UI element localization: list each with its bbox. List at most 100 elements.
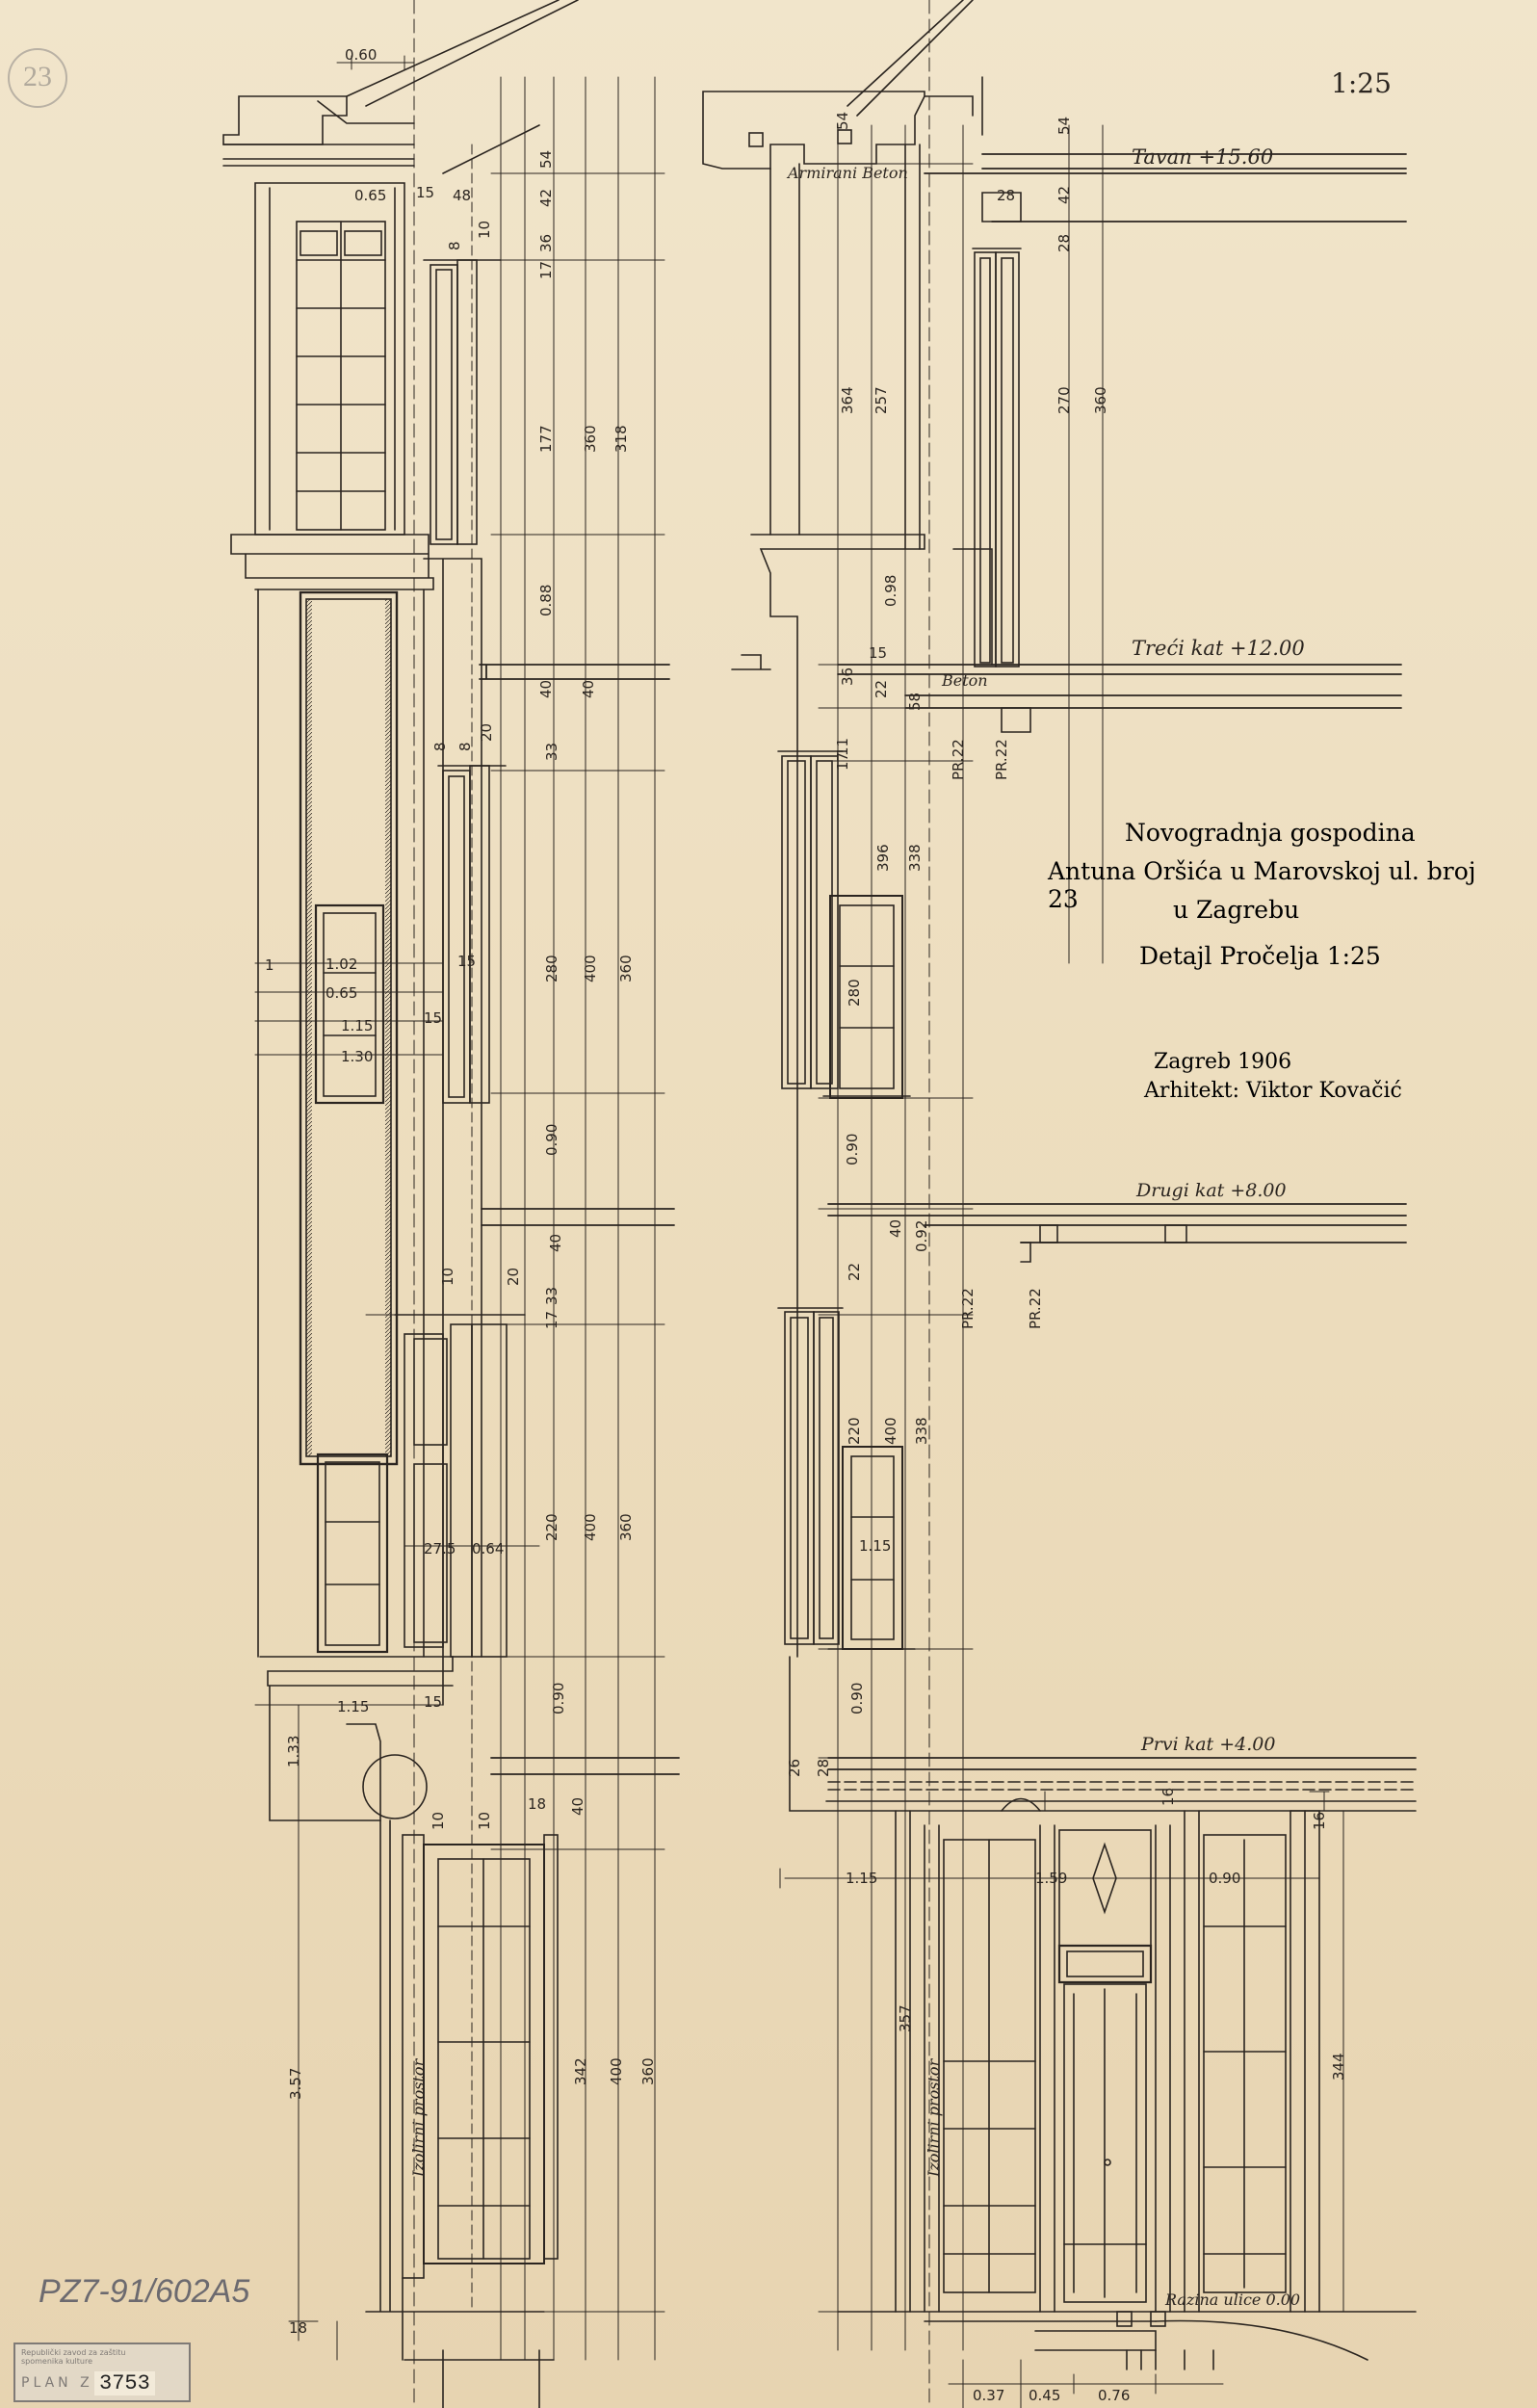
svg-text:364: 364 <box>839 386 856 414</box>
stamp-text: Republički zavod za zaštitu spomenika ku… <box>21 2348 126 2366</box>
svg-text:20: 20 <box>505 1268 522 1286</box>
svg-text:10: 10 <box>476 1812 493 1830</box>
svg-text:15: 15 <box>424 1693 442 1711</box>
svg-text:20: 20 <box>478 723 495 742</box>
grid-window-top <box>296 221 386 531</box>
svg-text:15: 15 <box>457 953 476 970</box>
svg-text:22: 22 <box>846 1263 863 1281</box>
svg-text:1.15: 1.15 <box>337 1698 369 1715</box>
svg-text:PR.22: PR.22 <box>993 739 1010 780</box>
svg-text:8: 8 <box>431 742 449 751</box>
svg-text:0.45: 0.45 <box>1029 2387 1060 2404</box>
svg-text:33: 33 <box>543 1287 560 1305</box>
svg-text:26: 26 <box>786 1759 803 1777</box>
svg-text:27.5: 27.5 <box>424 1540 456 1557</box>
svg-text:16: 16 <box>1311 1812 1328 1830</box>
svg-text:0.76: 0.76 <box>1098 2387 1130 2404</box>
svg-text:0.98: 0.98 <box>882 575 899 607</box>
svg-text:220: 220 <box>846 1417 863 1445</box>
svg-text:360: 360 <box>1092 386 1109 414</box>
right-window-frame-1 <box>972 248 1022 667</box>
sheet-number-circle: 23 <box>8 48 67 108</box>
svg-text:396: 396 <box>874 844 892 872</box>
left-window-frame-1 <box>423 259 502 545</box>
svg-text:1.30: 1.30 <box>341 1048 373 1065</box>
ground-window-left <box>402 1834 559 2279</box>
svg-text:338: 338 <box>913 1417 930 1445</box>
svg-text:360: 360 <box>617 955 635 982</box>
svg-text:36: 36 <box>537 234 555 252</box>
level-tavan: Tavan +15.60 <box>1132 145 1273 169</box>
svg-text:357: 357 <box>897 2004 914 2032</box>
svg-text:400: 400 <box>608 2057 625 2085</box>
svg-text:360: 360 <box>639 2057 657 2085</box>
svg-text:177: 177 <box>537 425 555 453</box>
dimension-labels-left: 0.60 0.65 15 48 54 42 36 8 10 17 177 360… <box>265 46 657 2337</box>
right-window-frame-3 <box>777 1307 844 1645</box>
svg-text:0.65: 0.65 <box>326 984 357 1002</box>
svg-text:0.64: 0.64 <box>472 1540 504 1557</box>
small-window-mid <box>314 903 385 1105</box>
svg-text:0.60: 0.60 <box>345 46 377 64</box>
svg-text:257: 257 <box>873 386 890 414</box>
svg-text:18: 18 <box>528 1795 546 1813</box>
label-armirani-beton: Armirani Beton <box>786 164 908 182</box>
svg-text:40: 40 <box>569 1797 586 1816</box>
svg-text:28: 28 <box>1055 234 1073 252</box>
svg-text:3.57: 3.57 <box>287 2068 304 2100</box>
small-window-low <box>316 1453 389 1654</box>
svg-text:33: 33 <box>543 743 560 761</box>
svg-text:28: 28 <box>997 187 1015 204</box>
archive-stamp: Republički zavod za zaštitu spomenika ku… <box>13 2343 191 2402</box>
title-line-3: u Zagrebu <box>1173 896 1300 924</box>
svg-text:1: 1 <box>265 956 274 974</box>
svg-text:54: 54 <box>834 112 851 130</box>
title-line-4: Detajl Pročelja 1:25 <box>1139 942 1381 970</box>
svg-text:10: 10 <box>476 221 493 239</box>
svg-text:8: 8 <box>446 241 463 250</box>
svg-text:54: 54 <box>537 150 555 169</box>
svg-text:40: 40 <box>887 1219 904 1238</box>
svg-text:360: 360 <box>617 1513 635 1541</box>
svg-text:17: 17 <box>834 752 851 771</box>
svg-text:16: 16 <box>1159 1788 1177 1806</box>
level-ground: Razina ulice 0.00 <box>1164 2290 1300 2309</box>
svg-text:0.37: 0.37 <box>973 2387 1004 2404</box>
svg-text:360: 360 <box>582 425 599 453</box>
label-izolacija-right: Izolirni prostor <box>925 2057 943 2178</box>
svg-text:400: 400 <box>882 1417 899 1445</box>
level-prvi-kat: Prvi kat +4.00 <box>1140 1734 1275 1755</box>
svg-text:0.65: 0.65 <box>354 187 386 204</box>
svg-text:18: 18 <box>289 2319 307 2337</box>
level-treci-kat: Treći kat +12.00 <box>1132 637 1305 660</box>
svg-text:58: 58 <box>906 693 924 711</box>
label-beton: Beton <box>941 671 988 690</box>
svg-text:15: 15 <box>424 1009 442 1027</box>
svg-text:17: 17 <box>537 261 555 279</box>
title-place-date: Zagreb 1906 <box>1154 1050 1292 1074</box>
svg-text:15: 15 <box>416 184 434 201</box>
svg-text:48: 48 <box>453 187 471 204</box>
right-window-frame-2 <box>777 750 844 1089</box>
svg-text:1.02: 1.02 <box>326 955 357 973</box>
svg-text:17: 17 <box>543 1311 560 1329</box>
svg-text:40: 40 <box>537 680 555 698</box>
svg-text:10: 10 <box>430 1812 447 1830</box>
svg-text:344: 344 <box>1330 2053 1347 2081</box>
svg-text:42: 42 <box>537 189 555 207</box>
svg-text:0.90: 0.90 <box>848 1683 866 1714</box>
svg-text:11: 11 <box>834 738 851 756</box>
label-izolacija-left: Izolirni prostor <box>409 2057 428 2178</box>
svg-text:PR.22: PR.22 <box>1027 1288 1044 1329</box>
right-small-window-1 <box>822 895 911 1099</box>
svg-text:342: 342 <box>572 2057 589 2085</box>
inventory-number: 3753 <box>94 2371 155 2395</box>
svg-text:0.90: 0.90 <box>844 1134 861 1165</box>
svg-text:54: 54 <box>1055 117 1073 135</box>
title-line-1: Novogradnja gospodina <box>1125 819 1416 847</box>
svg-text:0.90: 0.90 <box>543 1124 560 1156</box>
svg-text:42: 42 <box>1055 186 1073 204</box>
svg-text:400: 400 <box>582 955 599 982</box>
left-dimension-lines <box>254 0 665 2408</box>
